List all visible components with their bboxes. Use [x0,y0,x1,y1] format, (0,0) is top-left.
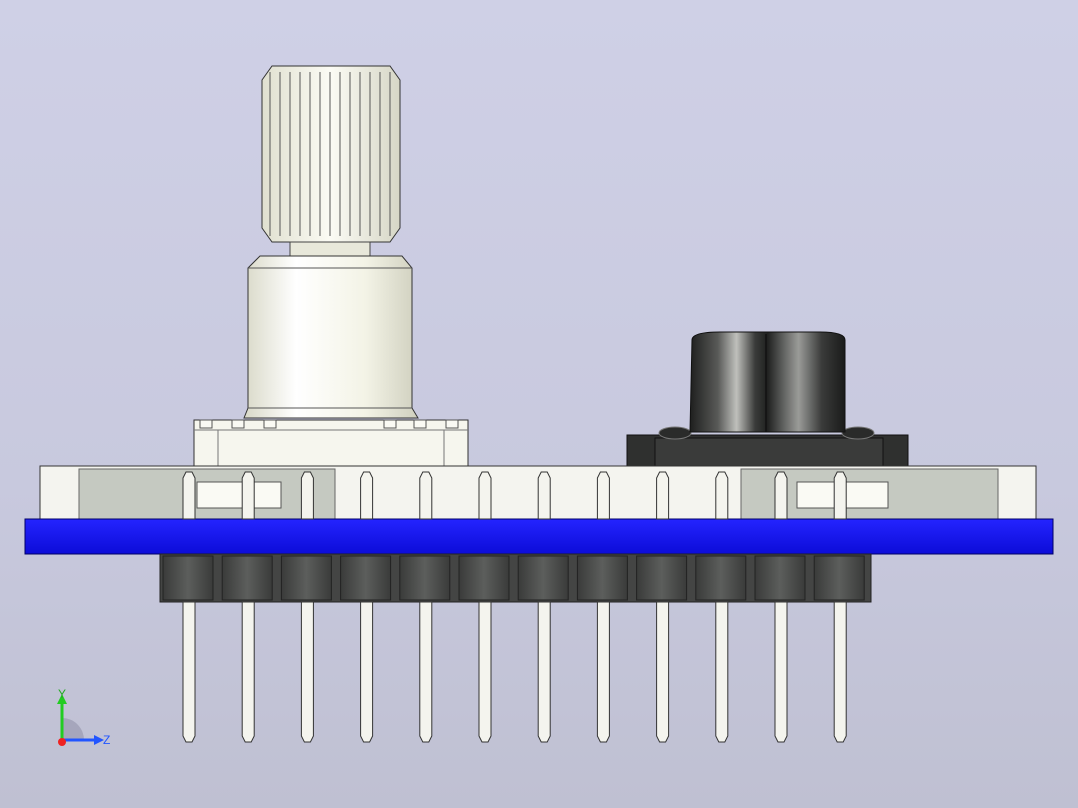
header-pin-top [360,471,374,520]
y-axis-label: Y [58,687,66,701]
housing-segment [695,555,747,601]
header-pin-top [715,471,729,520]
housing-segment [813,555,865,601]
header-pin-bottom [300,601,314,743]
pin-header-pins [182,471,847,743]
housing-segment [517,555,569,601]
header-pin-bottom [715,601,729,743]
housing-segment [162,555,214,601]
housing-segment [221,555,273,601]
header-pin-bottom [774,601,788,743]
housing-segment [399,555,451,601]
housing-segment [280,555,332,601]
triad-arc [62,718,84,740]
header-pin-bottom [419,601,433,743]
header-pin-top [537,471,551,520]
housing-segment [636,555,688,601]
y-axis-arrow [57,694,67,704]
header-pin-bottom [241,601,255,743]
housing-segment [458,555,510,601]
housing-segment [576,555,628,601]
header-pin-top [656,471,670,520]
header-pin-bottom [596,601,610,743]
housing-body [159,553,872,603]
header-pin-top [241,471,255,520]
x-axis-dot [58,738,66,746]
tactile-button-cap [689,331,846,433]
header-pin-top [596,471,610,520]
housing-segment [340,555,392,601]
header-pin-top [478,471,492,520]
pcb-board [24,518,1054,555]
potentiometer-body [193,419,469,469]
header-pin-bottom [537,601,551,743]
header-pin-top [182,471,196,520]
header-pin-bottom [360,601,374,743]
header-pin-bottom [833,601,847,743]
z-axis-arrow [94,735,104,745]
header-pin-top [300,471,314,520]
pin-header-housing [159,553,872,603]
header-pin-top [833,471,847,520]
header-pin-bottom [656,601,670,743]
potentiometer-bushing [243,255,419,419]
orientation-triad: Y Z [57,687,110,747]
header-pin-top [419,471,433,520]
housing-segment [754,555,806,601]
header-pin-bottom [182,601,196,743]
z-axis-label: Z [103,733,110,747]
potentiometer-knob [261,65,401,257]
header-pin-bottom [478,601,492,743]
tactile-button-base [626,426,909,469]
header-pin-top [774,471,788,520]
